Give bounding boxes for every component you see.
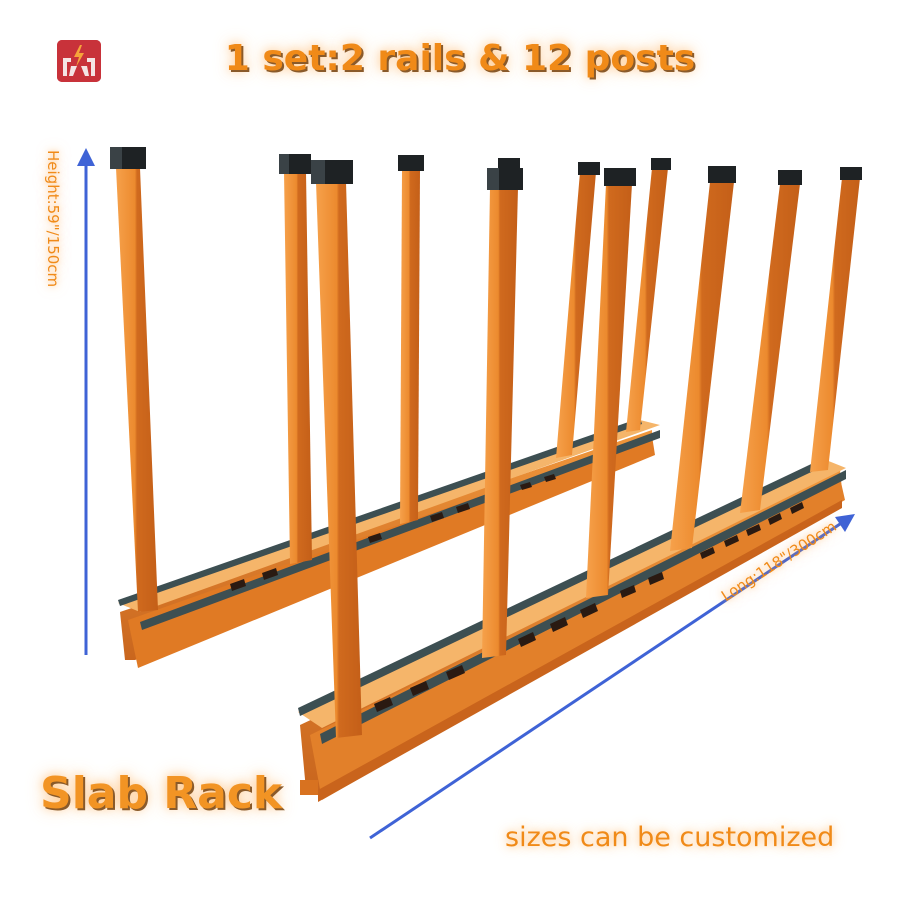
brand-logo-lightning-icon xyxy=(57,40,101,82)
front-rail xyxy=(298,457,846,802)
product-name: Slab Rack xyxy=(40,768,283,819)
length-arrow xyxy=(369,514,855,840)
customization-note: sizes can be customized xyxy=(505,822,835,853)
back-rail xyxy=(118,418,660,668)
front-posts xyxy=(311,160,862,738)
page-title: 1 set:2 rails & 12 posts xyxy=(224,38,696,79)
brand-logo xyxy=(57,40,101,82)
height-dimension: Height:59"/150cm xyxy=(30,150,70,350)
height-arrow xyxy=(77,148,95,655)
height-label: Height:59"/150cm xyxy=(44,150,62,288)
